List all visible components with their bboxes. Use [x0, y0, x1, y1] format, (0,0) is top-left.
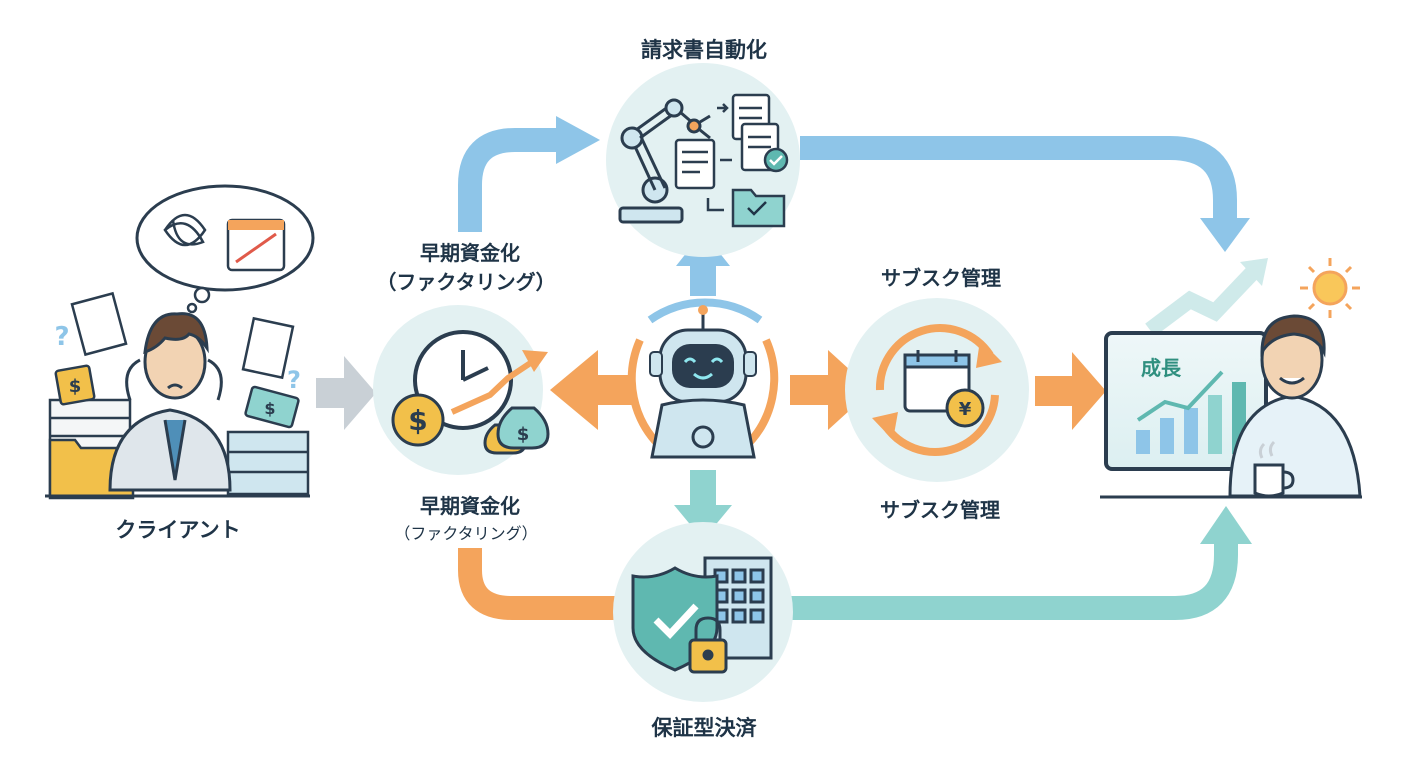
arrow-head-growth-top	[1200, 218, 1250, 252]
arrow-robot-down-shaft	[690, 470, 716, 510]
question-mark-right: ?	[287, 366, 301, 394]
label-guaranteed-payment: 保証型決済	[652, 712, 757, 742]
arrow-client-shaft	[316, 378, 346, 408]
label-subscription-bottom: サブスク管理	[880, 494, 1000, 523]
coin-currency-symbol: $	[408, 404, 427, 437]
arrow-guarantee-to-growth	[790, 540, 1226, 608]
label-early-funding-top: 早期資金化	[420, 237, 520, 266]
bill-currency-symbol: $	[264, 399, 275, 418]
arrow-robot-right-shaft	[790, 375, 832, 405]
arrow-head-growth-bottom	[1200, 506, 1252, 544]
arrow-factoring-to-invoice	[470, 140, 560, 232]
yen-symbol: ¥	[959, 399, 972, 420]
thought-bubble-icon	[137, 186, 313, 312]
label-factoring-bottom: （ファクタリング）	[394, 520, 537, 544]
arrow-invoice-to-growth	[800, 148, 1225, 222]
big-growth-arrow-icon	[1150, 258, 1268, 330]
arrow-subscription-shaft	[1035, 376, 1075, 406]
question-mark-left: ?	[54, 322, 69, 352]
cash-currency-symbol: $	[69, 376, 82, 397]
label-client: クライアント	[115, 514, 240, 544]
label-early-funding-bottom: 早期資金化	[420, 490, 520, 519]
label-invoice-automation: 請求書自動化	[641, 34, 767, 64]
sun-icon	[1300, 258, 1360, 318]
robot-icon	[632, 302, 774, 457]
arrow-robot-up-shaft	[690, 262, 716, 296]
arrow-head-robot-left	[550, 350, 598, 430]
arrow-head-client	[344, 356, 376, 430]
arrow-head-subscription	[1072, 352, 1106, 430]
bag-currency-symbol: $	[517, 424, 530, 445]
label-factoring-top: （ファクタリング）	[376, 266, 555, 295]
label-subscription-top: サブスク管理	[881, 262, 1001, 291]
arrow-factoring-to-guarantee	[470, 548, 615, 608]
arrow-head-invoice-left	[556, 116, 600, 164]
label-growth: 成長	[1141, 352, 1181, 381]
